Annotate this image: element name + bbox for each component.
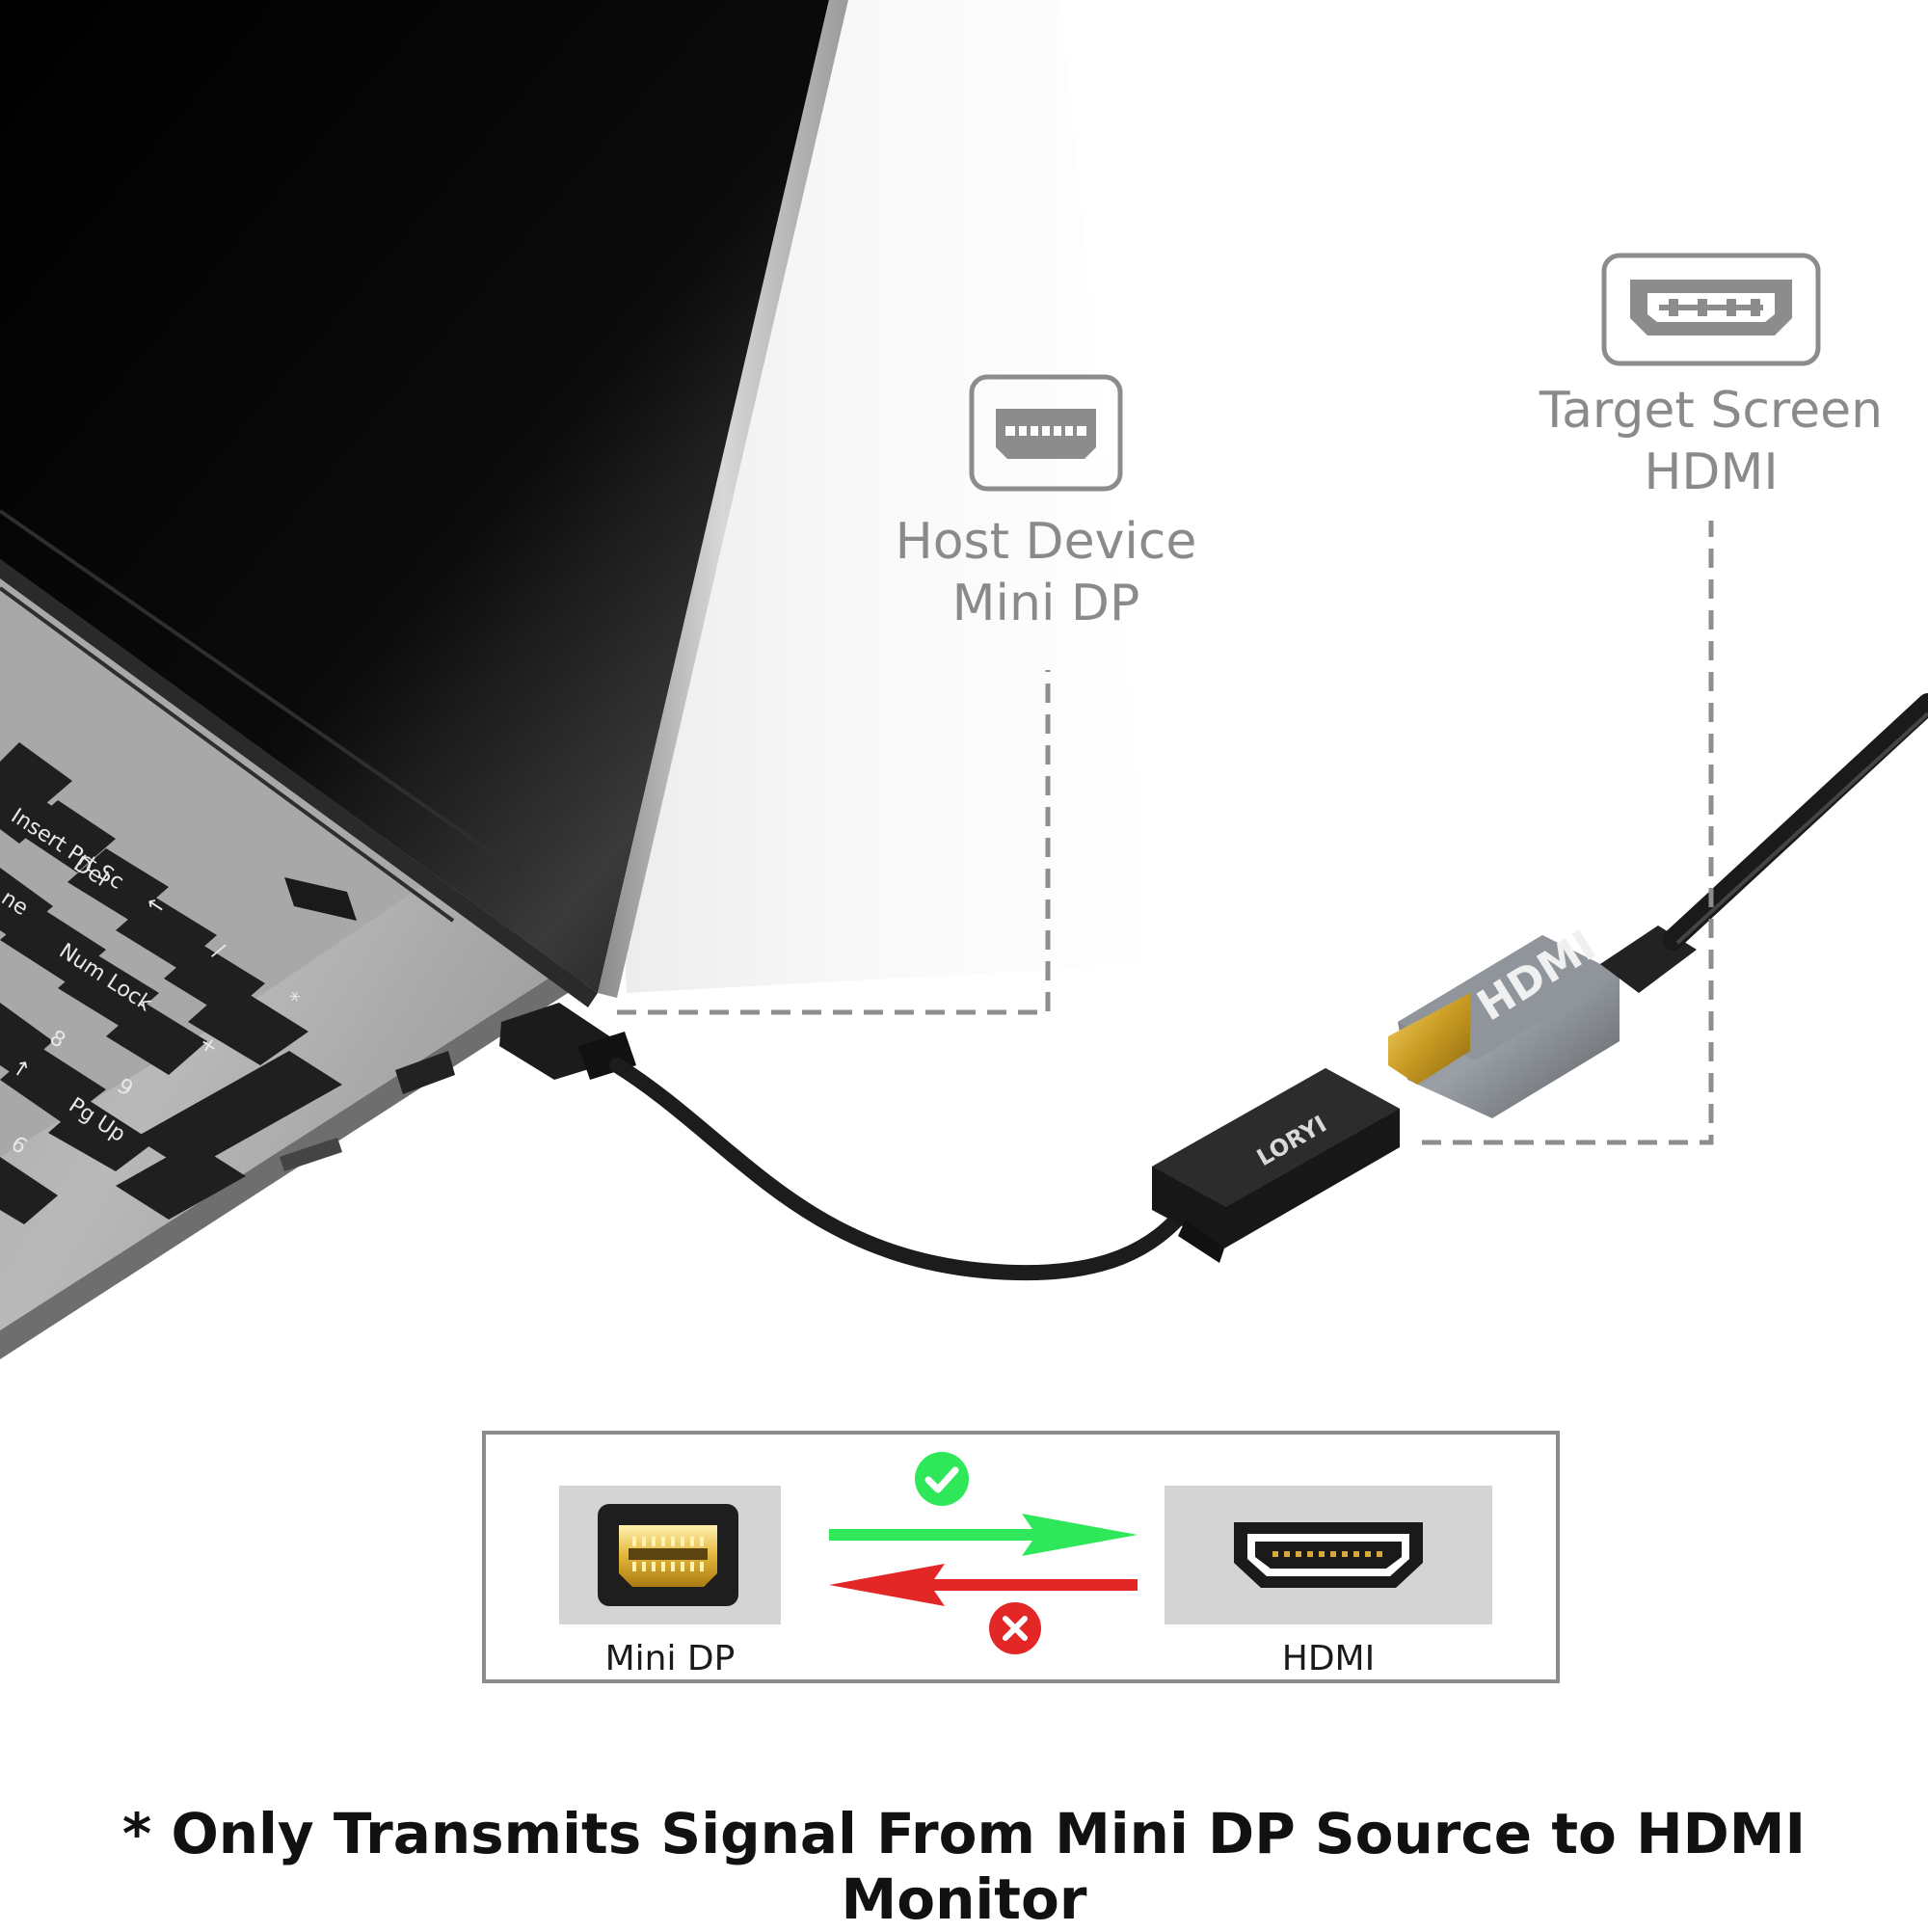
direction-panel: Mini DP HDMI bbox=[482, 1431, 1560, 1683]
check-icon bbox=[915, 1452, 969, 1506]
host-port-label: Mini DP bbox=[951, 575, 1140, 632]
hdmi-connector-icon bbox=[1234, 1522, 1423, 1588]
mini-dp-tile bbox=[559, 1486, 781, 1624]
target-port-label: HDMI bbox=[1644, 443, 1779, 501]
x-icon bbox=[989, 1602, 1041, 1654]
host-device-label: Host Device bbox=[895, 513, 1197, 571]
forward-arrow-green bbox=[829, 1514, 1138, 1556]
target-screen-label: Target Screen bbox=[1539, 382, 1884, 440]
laptop-illustration: Insert Prt Sc Del ne ← Num Lock / * - + … bbox=[0, 0, 1928, 1359]
host-annotation: Host Device Mini DP bbox=[868, 374, 1224, 634]
mini-dp-label: Mini DP bbox=[604, 1639, 736, 1678]
hdmi-port-icon bbox=[1601, 253, 1821, 366]
footnote-text: * Only Transmits Signal From Mini DP Sou… bbox=[121, 1801, 1807, 1932]
target-annotation: Target Screen HDMI bbox=[1528, 253, 1894, 503]
mini-dp-connector-icon bbox=[598, 1504, 738, 1606]
hdmi-label: HDMI bbox=[1281, 1639, 1376, 1678]
keyboard-keys bbox=[0, 742, 342, 1224]
mini-dp-port-icon bbox=[969, 374, 1123, 492]
reverse-arrow-red bbox=[829, 1564, 1138, 1606]
hdmi-tile bbox=[1165, 1486, 1492, 1624]
